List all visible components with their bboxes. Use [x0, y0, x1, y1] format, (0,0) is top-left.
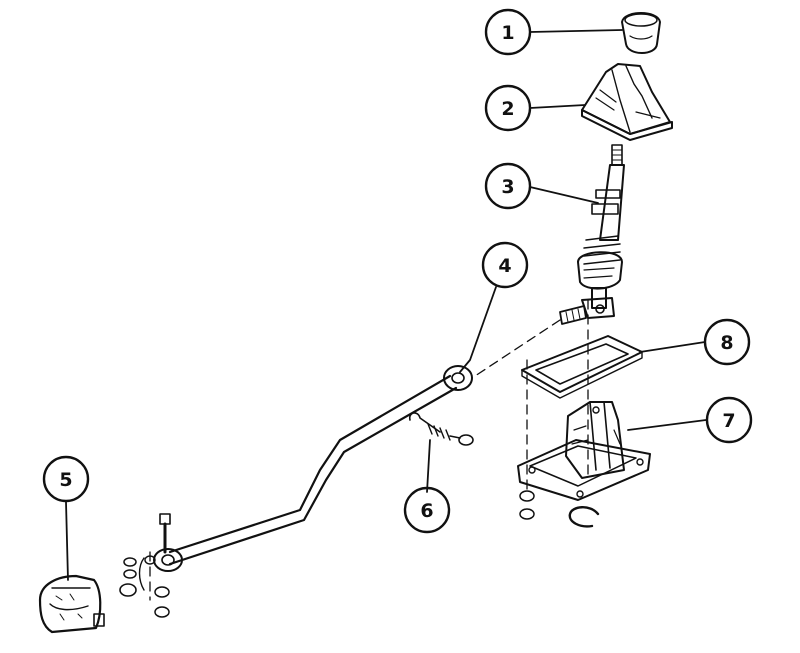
callout-4-label: 4 — [498, 255, 511, 277]
callout-2-label: 2 — [501, 98, 514, 120]
callout-1-label: 1 — [501, 22, 514, 44]
callout-2: 2 — [484, 84, 532, 132]
callout-6-label: 6 — [420, 500, 433, 522]
part-gear-gaiter — [581, 63, 673, 141]
callout-6: 6 — [403, 486, 451, 534]
part-rod-housing — [38, 574, 105, 634]
callout-7: 7 — [705, 396, 753, 444]
part-spring-clip — [408, 412, 474, 446]
callout-5-label: 5 — [59, 469, 72, 491]
part-gear-lever — [559, 144, 625, 325]
leader-2 — [529, 104, 586, 109]
callout-8: 8 — [703, 318, 751, 366]
leader-3 — [529, 186, 599, 204]
leader-5 — [65, 501, 69, 581]
dash-lever-to-rod — [471, 319, 561, 379]
callout-7-label: 7 — [722, 410, 735, 432]
callout-1: 1 — [484, 8, 532, 56]
leader-1 — [529, 29, 623, 33]
callout-5: 5 — [42, 455, 90, 503]
callouts: 1 2 3 4 5 6 7 8 — [42, 8, 753, 534]
leader-lines — [65, 29, 707, 581]
part-gear-knob — [621, 12, 661, 54]
callout-4: 4 — [481, 241, 529, 289]
callout-3-label: 3 — [501, 176, 514, 198]
part-gasket — [521, 335, 643, 399]
leader-8 — [639, 341, 706, 353]
leader-7 — [627, 419, 707, 431]
callout-8-label: 8 — [720, 332, 733, 354]
part-selector-rod — [153, 365, 473, 572]
leader-4 — [459, 286, 497, 373]
part-lever-housing — [517, 401, 651, 501]
assembly-lines — [149, 299, 589, 601]
part-rod-fasteners — [119, 555, 170, 618]
part-housing-fasteners — [519, 490, 600, 528]
callout-3: 3 — [484, 162, 532, 210]
leader-6 — [426, 439, 431, 493]
circlip — [568, 506, 600, 528]
